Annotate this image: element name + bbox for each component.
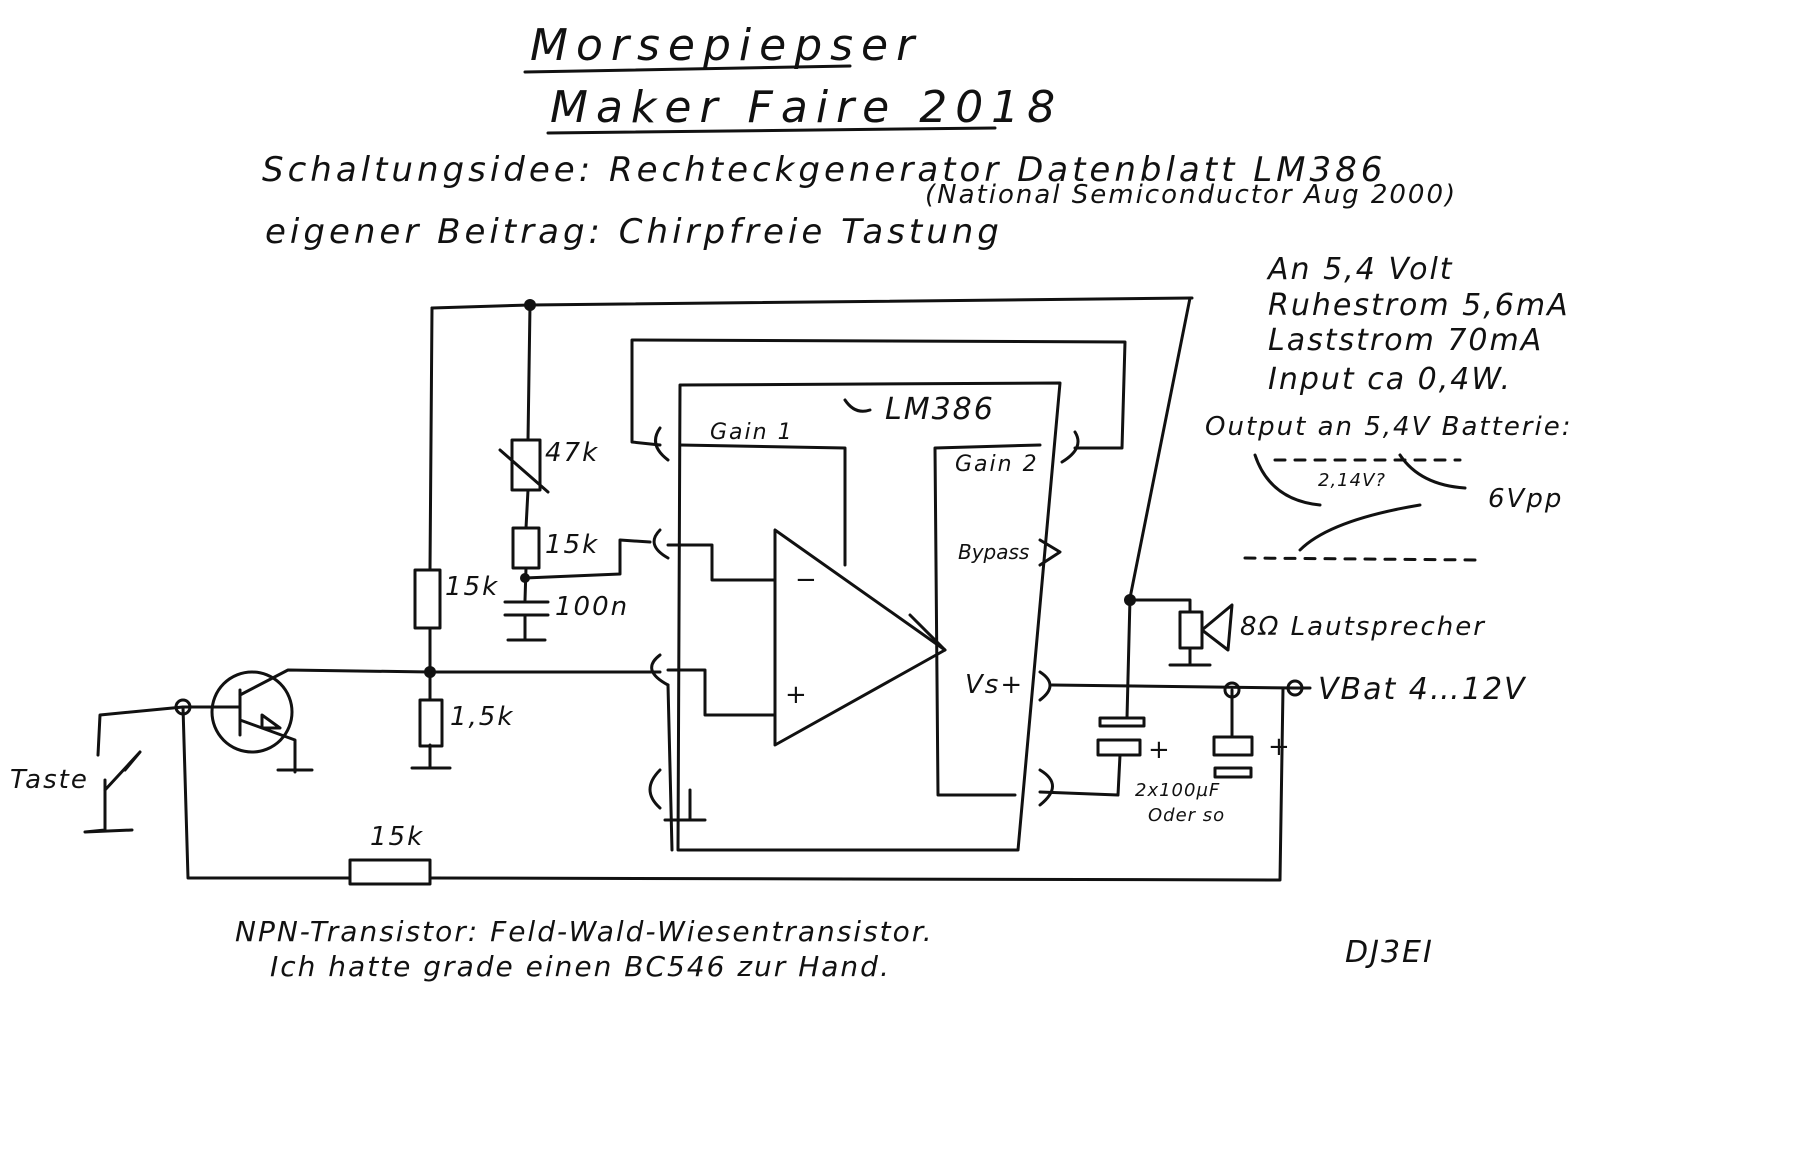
note-output: Output an 5,4V Batterie: [1205,412,1573,442]
resistor-15k-bottom [348,858,432,886]
note-supply: An 5,4 Volt [1268,252,1454,287]
cap1-pos [1096,738,1142,757]
callsign: DJ3EI [1345,935,1434,970]
note-vpp: 6Vpp [1488,484,1564,514]
label-47k: 47k [545,438,600,468]
wire-gain-loop [630,338,1127,450]
ic-label: LM386 [885,392,995,427]
wire-pot [503,303,550,642]
wire-cap1 [1038,753,1122,797]
label-100n: 100n [555,592,630,622]
wire-out [908,613,947,652]
label-vbat: VBat 4…12V [1318,672,1527,707]
note-input: Input ca 0,4W. [1268,362,1513,397]
opamp-minus: − [795,565,819,595]
cap1-neg [1098,716,1146,728]
label-1k5: 1,5k [450,702,515,732]
wire-feedback [523,538,652,580]
key-switch [83,705,185,834]
note-level: 2,14V? [1318,470,1386,491]
cap2-neg [1213,766,1253,779]
wire-top-rail [430,296,1194,310]
resistor-15k-left [413,568,442,630]
label-taste: Taste [10,765,89,795]
cap2-pos [1212,735,1254,757]
pot-arrow [498,448,550,494]
title: Morsepiepser [530,20,923,71]
footer-line2: Ich hatte grade einen BC546 zur Hand. [270,950,891,983]
opamp-plus: + [785,680,809,710]
cap1-plus: + [1148,735,1172,765]
pin-vs: Vs+ [965,670,1025,700]
wire-noninv [666,668,777,717]
subtitle-underline [546,126,997,135]
note-load: Laststrom 70mA [1268,323,1544,358]
wire-gain1 [678,443,847,567]
speaker-cone [1200,603,1234,652]
label-caps-alt: Oder so [1148,805,1226,826]
potentiometer-47k [510,438,542,492]
pin-bypass: Bypass [958,540,1030,564]
label-15k-left: 15k [445,572,500,602]
waveform-sketch [1253,453,1467,552]
opamp-triangle [773,528,947,747]
title-underline [523,64,852,74]
label-15k-mid: 15k [545,530,600,560]
contribution: eigener Beitrag: Chirpfreie Tastung [265,212,1003,252]
label-caps: 2x100µF [1135,780,1221,801]
footer-line1: NPN-Transistor: Feld-Wald-Wiesentransist… [235,915,934,948]
pin-notch [648,398,1080,810]
datasheet-source: (National Semiconductor Aug 2000) [925,180,1458,210]
transistor-leads [181,668,432,774]
wire-left [410,306,452,770]
pin-gain2: Gain 2 [955,452,1039,477]
label-15k-bottom: 15k [370,822,425,852]
lm386-inner [933,443,1042,797]
wire-right [1125,296,1192,720]
label-speaker: 8Ω Lautsprecher [1240,612,1486,642]
wire-vs [1050,683,1297,690]
npn-transistor [210,670,294,754]
wire-speaker [1128,598,1212,667]
wire-inv [666,543,777,582]
wire-bottom [181,686,1285,882]
wire-input [428,670,674,852]
pin-gain1: Gain 1 [710,420,794,445]
speaker-coil [1178,610,1204,650]
circuit-idea: Schaltungsidee: Rechteckgenerator Datenb… [262,150,1387,190]
lm386-outline [676,381,1062,852]
cap2-plus: + [1268,732,1292,762]
subtitle: Maker Faire 2018 [550,82,1064,133]
note-quiescent: Ruhestrom 5,6mA [1268,288,1570,323]
dashed-sketch [1243,458,1482,562]
resistor-15k-mid [511,526,541,570]
resistor-1k5 [418,698,444,748]
